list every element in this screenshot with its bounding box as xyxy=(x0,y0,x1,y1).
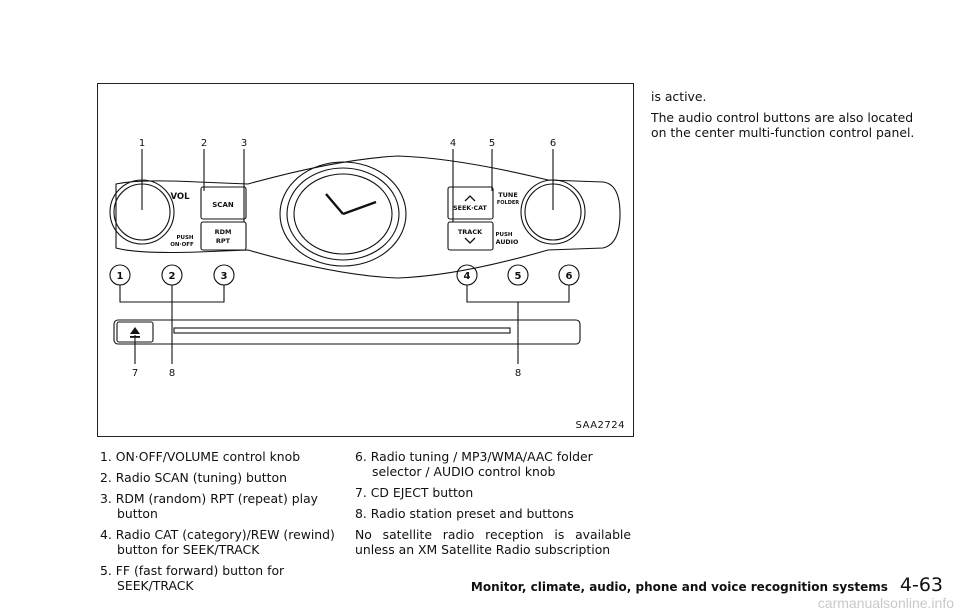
label-push-left: PUSH xyxy=(176,235,193,241)
legend-item-8: 8. Radio station preset and buttons xyxy=(355,506,574,521)
eject-icon xyxy=(130,327,140,338)
legend-item-6: 6. Radio tuning / MP3/WMA/AAC folder sel… xyxy=(355,449,593,479)
legend-list: 1. ON·OFF/VOLUME control knob 2. Radio S… xyxy=(100,449,345,599)
label-tune: TUNE xyxy=(498,191,518,199)
arrow-icons xyxy=(464,195,476,244)
callout-6: 6 xyxy=(550,138,556,149)
control-location-note: The audio control buttons are also locat… xyxy=(651,110,915,140)
label-scan: SCAN xyxy=(212,201,234,209)
callout-7: 7 xyxy=(132,368,138,379)
subscription-note: No satellite radio reception is availabl… xyxy=(355,527,631,557)
label-push-right: PUSH xyxy=(495,232,512,238)
preset-label-1: 1 xyxy=(117,271,124,282)
preset-label-6: 6 xyxy=(566,271,573,282)
label-vol: VOL xyxy=(170,192,190,202)
panel-outline xyxy=(115,155,621,279)
label-folder: FOLDER xyxy=(497,200,519,206)
clock-bezel xyxy=(279,161,407,267)
label-rpt: RPT xyxy=(216,237,231,245)
page-footer: Monitor, climate, audio, phone and voice… xyxy=(471,574,943,596)
callout-8-right: 8 xyxy=(515,368,521,379)
callout-1: 1 xyxy=(139,138,145,149)
figure-id: SAA2724 xyxy=(575,420,625,431)
legend-item-4: 4. Radio CAT (category)/REW (rewind) but… xyxy=(100,527,335,557)
preset-label-4: 4 xyxy=(464,271,471,282)
right-column-text: is active. The audio control buttons are… xyxy=(651,89,926,146)
audio-panel-figure: 1 2 3 4 5 6 7 8 8 VOL SCAN RDM RPT PUSH … xyxy=(97,83,634,437)
preset-label-5: 5 xyxy=(515,271,522,282)
legend-item-1: 1. ON·OFF/VOLUME control knob xyxy=(100,449,301,464)
label-onoff: ON·OFF xyxy=(170,242,194,248)
legend-item-7: 7. CD EJECT button xyxy=(355,485,474,500)
label-audio: AUDIO xyxy=(496,239,519,246)
subscription-note-continued: is active. xyxy=(651,89,707,104)
legend-item-3: 3. RDM (random) RPT (repeat) play button xyxy=(100,491,319,521)
page-number: 4-63 xyxy=(899,574,943,596)
legend-item-2: 2. Radio SCAN (tuning) button xyxy=(100,470,287,485)
preset-label-2: 2 xyxy=(169,271,176,282)
callout-3: 3 xyxy=(241,138,247,149)
preset-button-5 xyxy=(507,264,529,286)
preset-label-3: 3 xyxy=(221,271,228,282)
legend-item-5: 5. FF (fast forward) button for SEEK/TRA… xyxy=(100,563,285,593)
legend-list-continued: 6. Radio tuning / MP3/WMA/AAC folder sel… xyxy=(355,449,631,563)
callout-8-left: 8 xyxy=(169,368,175,379)
label-rdm: RDM xyxy=(215,228,232,236)
label-seek-cat: SEEK·CAT xyxy=(453,205,487,212)
callout-5: 5 xyxy=(489,138,495,149)
callout-4: 4 xyxy=(450,138,456,149)
audio-panel-illustration: 1 2 3 4 5 6 7 8 8 VOL SCAN RDM RPT PUSH … xyxy=(109,138,621,379)
label-track: TRACK xyxy=(458,228,483,236)
section-title: Monitor, climate, audio, phone and voice… xyxy=(470,580,888,594)
watermark: carmanualsonline.info xyxy=(817,595,954,611)
cd-slot-strip xyxy=(113,319,581,345)
callout-2: 2 xyxy=(201,138,207,149)
